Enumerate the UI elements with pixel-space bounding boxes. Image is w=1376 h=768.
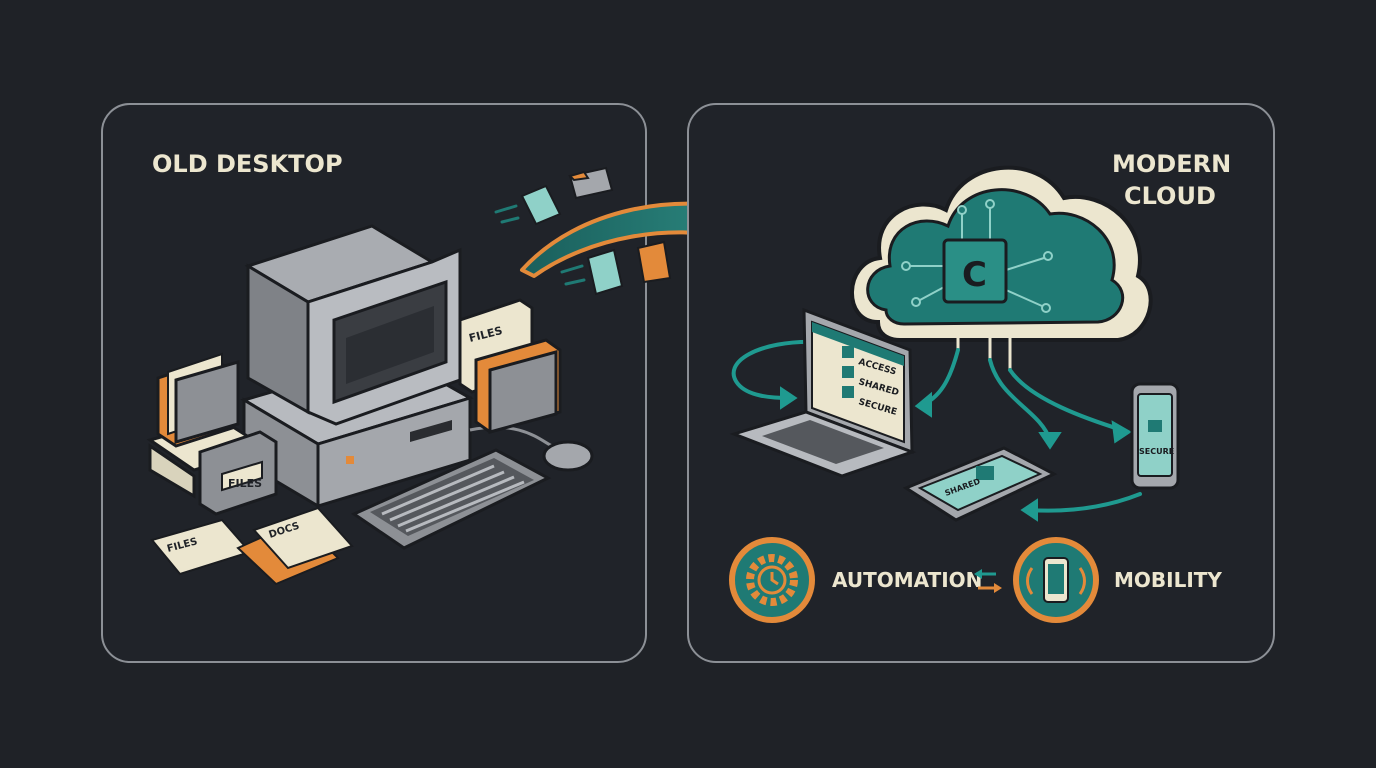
crt-monitor	[244, 224, 462, 426]
modern-cloud-title: MODERN	[1112, 150, 1231, 178]
cloud-icon: C	[850, 165, 1153, 370]
lock-icon	[842, 346, 854, 358]
folder-stack-left: FILES	[146, 352, 278, 516]
document-icon	[586, 248, 624, 296]
old-desktop-panel: OLD DESKTOP	[101, 103, 647, 663]
cloud-chip	[942, 238, 1008, 304]
feature-label: MOBILITY	[1114, 568, 1222, 592]
lock-icon	[842, 386, 854, 398]
lock-icon	[1148, 420, 1162, 432]
old-desktop-title: OLD DESKTOP	[152, 150, 343, 178]
feature-automation: AUTOMATION	[729, 537, 982, 623]
flying-documents	[494, 166, 672, 296]
document-icon	[636, 240, 672, 284]
swap-arrows-icon	[974, 569, 1002, 593]
phone-label: SECURE	[1139, 447, 1174, 456]
tablet: SHARED	[902, 446, 1058, 522]
document-icon	[520, 184, 562, 226]
keyboard	[350, 448, 552, 550]
smartphone: SECURE	[1130, 382, 1180, 490]
connection-arrows	[731, 339, 1142, 522]
loose-papers: FILES DOCS	[150, 506, 354, 586]
feature-mobility: MOBILITY	[1013, 537, 1222, 623]
laptop: ACCESS SHARED SECURE	[729, 307, 917, 478]
modern-cloud-panel: MODERN CLOUD C	[687, 103, 1275, 663]
share-icon	[842, 366, 854, 378]
folder-label: FILES	[228, 477, 262, 490]
feature-label: AUTOMATION	[832, 568, 982, 592]
modern-cloud-title: CLOUD	[1124, 182, 1216, 210]
folder-stack-right: FILES	[458, 298, 562, 434]
lock-icon	[976, 466, 994, 480]
folder-icon	[568, 166, 614, 200]
power-led-icon	[346, 456, 354, 464]
cloud-chip-letter: C	[962, 255, 987, 295]
